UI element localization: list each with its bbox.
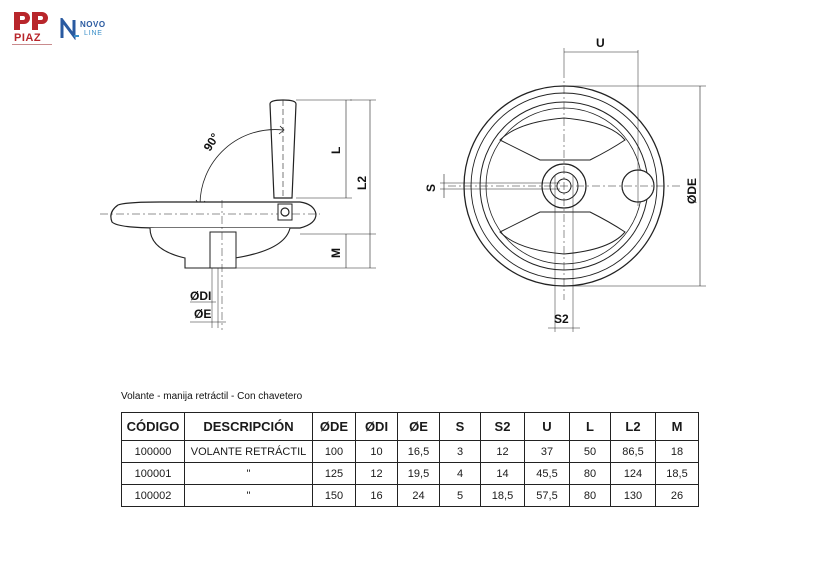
cell-l: 80 [569, 462, 611, 485]
header-s: S [439, 412, 481, 441]
cell-codigo: 100001 [121, 462, 185, 485]
novo-wordmark: NOVO [80, 20, 106, 29]
cell-m: 18 [655, 440, 699, 463]
angle-label: 90° [201, 131, 223, 154]
dim-di-label: ØDI [190, 289, 211, 303]
header-de: ØDE [312, 412, 356, 441]
cell-e: 16,5 [397, 440, 440, 463]
header-s2: S2 [480, 412, 525, 441]
cell-u: 57,5 [524, 484, 570, 507]
piaz-wordmark: PIAZ [14, 32, 42, 44]
cell-u: 37 [524, 440, 570, 463]
front-view [440, 48, 706, 332]
novo-line-logo: NOVO LINE [60, 18, 116, 44]
cell-codigo: 100002 [121, 484, 185, 507]
spec-table: CÓDIGO DESCRIPCIÓN ØDE ØDI ØE S S2 U L L… [121, 412, 699, 507]
header-u: U [524, 412, 570, 441]
cell-l2: 130 [610, 484, 656, 507]
dim-de-label: ØDE [685, 178, 699, 204]
cell-l2: 86,5 [610, 440, 656, 463]
dim-u-label: U [596, 36, 605, 50]
piaz-underline [12, 44, 52, 47]
cell-s2: 14 [480, 462, 525, 485]
dim-l-label: L [329, 147, 343, 154]
technical-drawing: 90° L L2 M ØDI ØE U S ØDE S2 [100, 36, 706, 332]
cell-di: 10 [355, 440, 398, 463]
cell-l: 80 [569, 484, 611, 507]
cell-m: 26 [655, 484, 699, 507]
header-l2: L2 [610, 412, 656, 441]
cell-descripcion: " [184, 484, 313, 507]
dim-l2-label: L2 [355, 176, 369, 190]
cell-de: 150 [312, 484, 356, 507]
side-view [100, 99, 376, 330]
dim-e-label: ØE [194, 307, 211, 321]
cell-descripcion: VOLANTE RETRÁCTIL [184, 440, 313, 463]
cell-descripcion: " [184, 462, 313, 485]
table-header-row: CÓDIGO DESCRIPCIÓN ØDE ØDI ØE S S2 U L L… [121, 412, 699, 441]
cell-s: 3 [439, 440, 481, 463]
cell-e: 24 [397, 484, 440, 507]
cell-di: 16 [355, 484, 398, 507]
cell-s: 5 [439, 484, 481, 507]
dim-s2-label: S2 [554, 312, 569, 326]
cell-s2: 18,5 [480, 484, 525, 507]
cell-di: 12 [355, 462, 398, 485]
table-row: 100000 VOLANTE RETRÁCTIL 100 10 16,5 3 1… [121, 440, 699, 463]
cell-l2: 124 [610, 462, 656, 485]
cell-e: 19,5 [397, 462, 440, 485]
cell-s: 4 [439, 462, 481, 485]
header-di: ØDI [355, 412, 398, 441]
header-m: M [655, 412, 699, 441]
cell-l: 50 [569, 440, 611, 463]
header-codigo: CÓDIGO [121, 412, 185, 441]
table-row: 100001 " 125 12 19,5 4 14 45,5 80 124 18… [121, 462, 699, 485]
header-descripcion: DESCRIPCIÓN [184, 412, 313, 441]
cell-codigo: 100000 [121, 440, 185, 463]
cell-de: 100 [312, 440, 356, 463]
dim-m-label: M [329, 248, 343, 258]
line-wordmark: LINE [84, 30, 103, 37]
header-l: L [569, 412, 611, 441]
cell-u: 45,5 [524, 462, 570, 485]
header-e: ØE [397, 412, 440, 441]
cell-m: 18,5 [655, 462, 699, 485]
novo-mark-icon [60, 18, 79, 40]
table-row: 100002 " 150 16 24 5 18,5 57,5 80 130 26 [121, 484, 699, 507]
piaz-mark-icon [14, 12, 48, 30]
table-caption: Volante - manija retráctil - Con chavete… [121, 391, 303, 402]
dim-s-label: S [424, 184, 438, 192]
cell-s2: 12 [480, 440, 525, 463]
cell-de: 125 [312, 462, 356, 485]
piaz-logo: PIAZ [12, 10, 52, 50]
